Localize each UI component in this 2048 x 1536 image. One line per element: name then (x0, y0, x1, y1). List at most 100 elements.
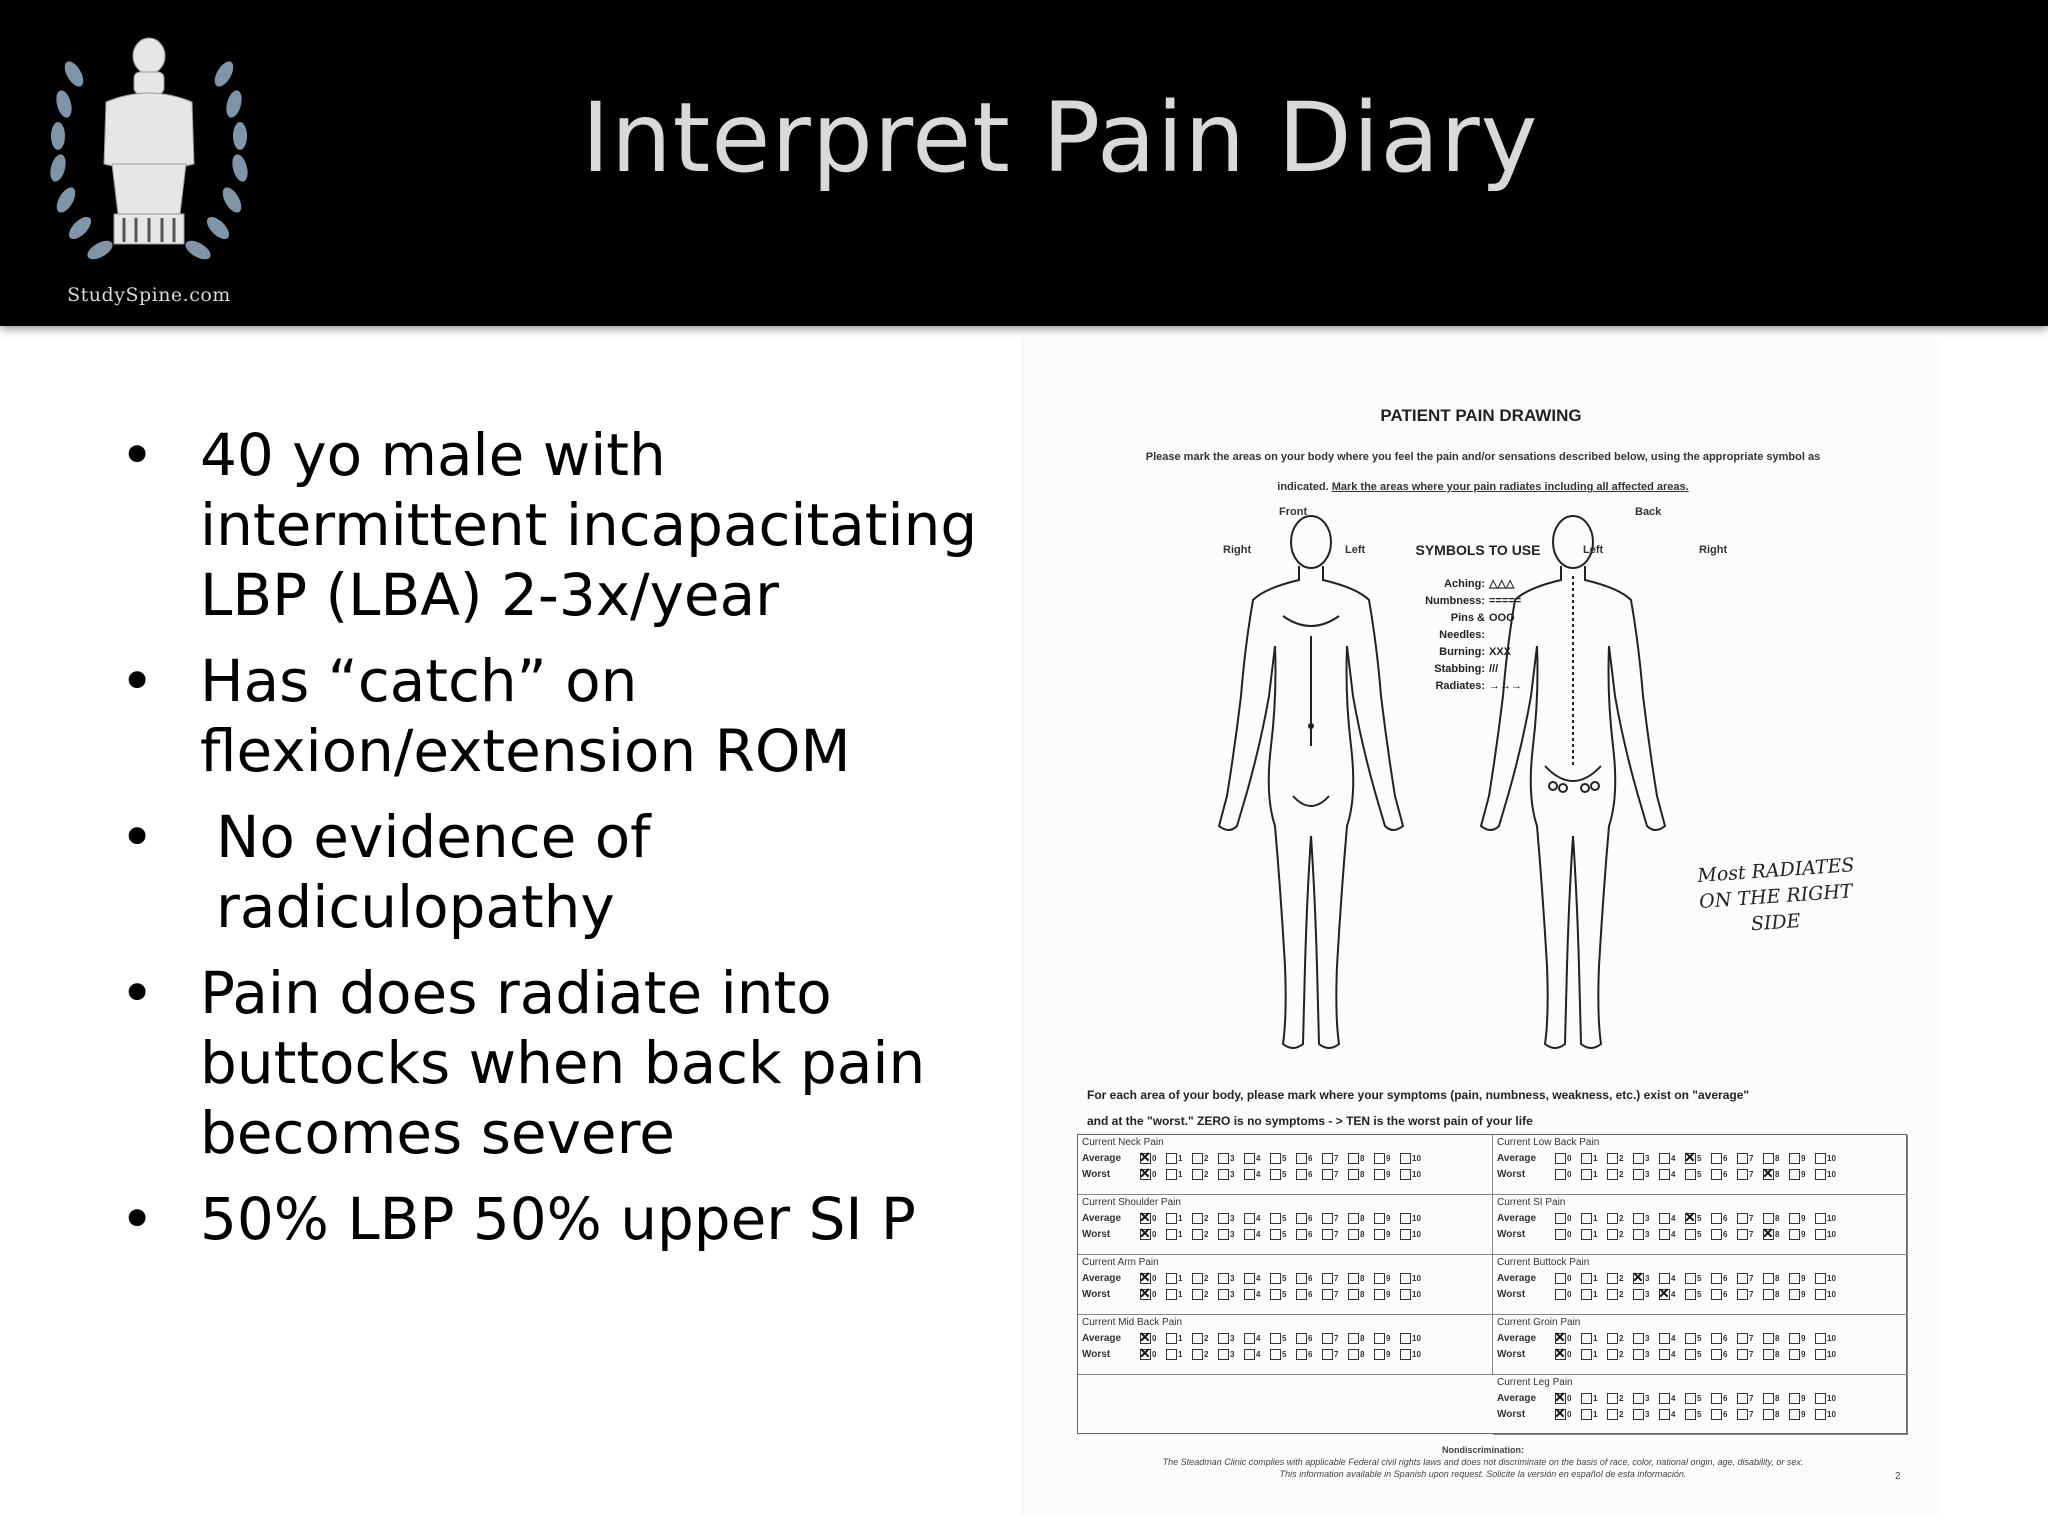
rating-checkbox[interactable] (1192, 1348, 1203, 1360)
rating-checkbox[interactable] (1789, 1392, 1800, 1404)
rating-checkbox[interactable] (1192, 1152, 1203, 1164)
rating-checkbox[interactable] (1711, 1408, 1722, 1420)
rating-checkbox[interactable] (1737, 1212, 1748, 1224)
rating-checkbox[interactable] (1607, 1152, 1618, 1164)
rating-checkbox[interactable] (1633, 1392, 1644, 1404)
rating-checkbox[interactable] (1659, 1168, 1670, 1180)
rating-checkbox[interactable] (1789, 1272, 1800, 1284)
rating-checkbox[interactable] (1218, 1348, 1229, 1360)
rating-checkbox[interactable] (1218, 1228, 1229, 1240)
rating-checkbox[interactable] (1270, 1332, 1281, 1344)
rating-checkbox[interactable] (1296, 1348, 1307, 1360)
rating-checkbox[interactable] (1737, 1332, 1748, 1344)
rating-checkbox[interactable] (1763, 1288, 1774, 1300)
rating-checkbox[interactable] (1789, 1168, 1800, 1180)
rating-checkbox[interactable] (1659, 1152, 1670, 1164)
rating-checkbox[interactable] (1244, 1348, 1255, 1360)
rating-checkbox[interactable] (1815, 1272, 1826, 1284)
rating-checkbox[interactable] (1192, 1332, 1203, 1344)
rating-checkbox[interactable] (1555, 1168, 1566, 1180)
rating-checkbox[interactable] (1322, 1212, 1333, 1224)
rating-checkbox[interactable] (1815, 1152, 1826, 1164)
rating-checkbox[interactable] (1685, 1392, 1696, 1404)
rating-checkbox[interactable] (1139, 1165, 1151, 1182)
rating-checkbox[interactable] (1192, 1168, 1203, 1180)
rating-checkbox[interactable] (1633, 1168, 1644, 1180)
rating-checkbox[interactable] (1244, 1272, 1255, 1284)
rating-checkbox[interactable] (1711, 1272, 1722, 1284)
rating-checkbox[interactable] (1166, 1168, 1177, 1180)
rating-checkbox[interactable] (1270, 1348, 1281, 1360)
rating-checkbox[interactable] (1659, 1348, 1670, 1360)
rating-checkbox[interactable] (1166, 1288, 1177, 1300)
rating-checkbox[interactable] (1270, 1228, 1281, 1240)
rating-checkbox[interactable] (1633, 1348, 1644, 1360)
rating-checkbox[interactable] (1218, 1168, 1229, 1180)
rating-checkbox[interactable] (1815, 1408, 1826, 1420)
rating-checkbox[interactable] (1348, 1332, 1359, 1344)
rating-checkbox[interactable] (1400, 1288, 1411, 1300)
rating-checkbox[interactable] (1815, 1392, 1826, 1404)
rating-checkbox[interactable] (1296, 1228, 1307, 1240)
rating-checkbox[interactable] (1296, 1332, 1307, 1344)
rating-checkbox[interactable] (1244, 1332, 1255, 1344)
rating-checkbox[interactable] (1270, 1272, 1281, 1284)
rating-checkbox[interactable] (1400, 1228, 1411, 1240)
rating-checkbox[interactable] (1270, 1288, 1281, 1300)
rating-checkbox[interactable] (1763, 1408, 1774, 1420)
rating-checkbox[interactable] (1815, 1288, 1826, 1300)
rating-checkbox[interactable] (1400, 1168, 1411, 1180)
rating-checkbox[interactable] (1218, 1152, 1229, 1164)
rating-checkbox[interactable] (1554, 1389, 1566, 1406)
rating-checkbox[interactable] (1192, 1212, 1203, 1224)
rating-checkbox[interactable] (1659, 1272, 1670, 1284)
rating-checkbox[interactable] (1192, 1228, 1203, 1240)
rating-checkbox[interactable] (1762, 1225, 1774, 1242)
rating-checkbox[interactable] (1166, 1152, 1177, 1164)
rating-checkbox[interactable] (1270, 1152, 1281, 1164)
rating-checkbox[interactable] (1270, 1168, 1281, 1180)
rating-checkbox[interactable] (1815, 1228, 1826, 1240)
rating-checkbox[interactable] (1296, 1168, 1307, 1180)
rating-checkbox[interactable] (1348, 1212, 1359, 1224)
rating-checkbox[interactable] (1554, 1329, 1566, 1346)
rating-checkbox[interactable] (1322, 1152, 1333, 1164)
rating-checkbox[interactable] (1737, 1152, 1748, 1164)
rating-checkbox[interactable] (1348, 1348, 1359, 1360)
rating-checkbox[interactable] (1374, 1288, 1385, 1300)
rating-checkbox[interactable] (1815, 1332, 1826, 1344)
rating-checkbox[interactable] (1737, 1228, 1748, 1240)
rating-checkbox[interactable] (1192, 1288, 1203, 1300)
rating-checkbox[interactable] (1763, 1332, 1774, 1344)
rating-checkbox[interactable] (1685, 1168, 1696, 1180)
rating-checkbox[interactable] (1348, 1168, 1359, 1180)
rating-checkbox[interactable] (1139, 1209, 1151, 1226)
rating-checkbox[interactable] (1737, 1408, 1748, 1420)
rating-checkbox[interactable] (1685, 1228, 1696, 1240)
rating-checkbox[interactable] (1607, 1288, 1618, 1300)
rating-checkbox[interactable] (1685, 1288, 1696, 1300)
rating-checkbox[interactable] (1659, 1392, 1670, 1404)
rating-checkbox[interactable] (1348, 1152, 1359, 1164)
rating-checkbox[interactable] (1322, 1168, 1333, 1180)
rating-checkbox[interactable] (1737, 1348, 1748, 1360)
rating-checkbox[interactable] (1711, 1228, 1722, 1240)
rating-checkbox[interactable] (1607, 1168, 1618, 1180)
rating-checkbox[interactable] (1607, 1228, 1618, 1240)
rating-checkbox[interactable] (1296, 1152, 1307, 1164)
rating-checkbox[interactable] (1737, 1168, 1748, 1180)
rating-checkbox[interactable] (1322, 1348, 1333, 1360)
rating-checkbox[interactable] (1374, 1152, 1385, 1164)
rating-checkbox[interactable] (1815, 1348, 1826, 1360)
rating-checkbox[interactable] (1374, 1332, 1385, 1344)
rating-checkbox[interactable] (1581, 1348, 1592, 1360)
rating-checkbox[interactable] (1374, 1168, 1385, 1180)
rating-checkbox[interactable] (1322, 1288, 1333, 1300)
rating-checkbox[interactable] (1555, 1228, 1566, 1240)
rating-checkbox[interactable] (1218, 1332, 1229, 1344)
rating-checkbox[interactable] (1554, 1345, 1566, 1362)
rating-checkbox[interactable] (1633, 1332, 1644, 1344)
rating-checkbox[interactable] (1296, 1212, 1307, 1224)
rating-checkbox[interactable] (1581, 1168, 1592, 1180)
rating-checkbox[interactable] (1607, 1392, 1618, 1404)
